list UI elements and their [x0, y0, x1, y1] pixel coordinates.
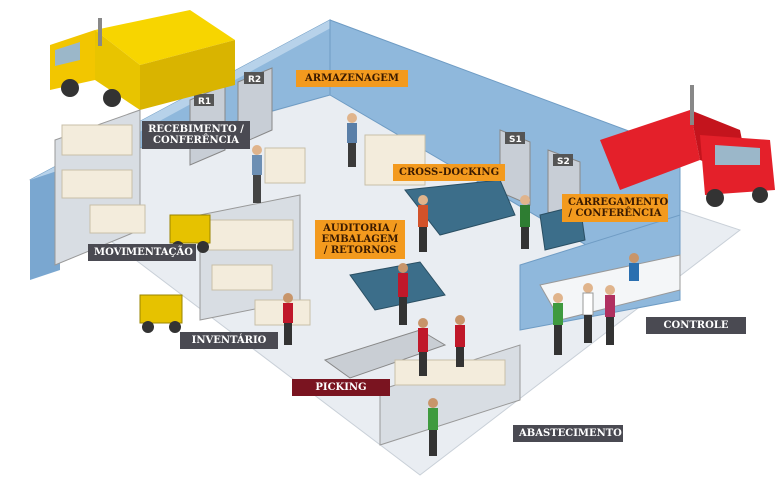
yellow-truck	[50, 10, 235, 110]
label-armazenagem: ARMAZENAGEM	[296, 70, 408, 87]
dock-sign-r1-bg	[194, 94, 214, 106]
label-auditoria-line2: EMBALAGEM	[321, 234, 399, 245]
label-recebimento-line1: RECEBIMENTO /	[148, 124, 244, 135]
left-side-wall	[30, 170, 60, 280]
red-truck	[600, 85, 775, 207]
label-auditoria: AUDITORIA / EMBALAGEM / RETORNOS	[315, 220, 405, 259]
dock-sign-r1: R1	[198, 97, 211, 107]
label-carregamento-line1: CARREGAMENTO	[568, 197, 669, 208]
picking-conveyor	[323, 329, 447, 379]
label-cross-docking: CROSS-DOCKING	[393, 164, 505, 181]
label-carregamento-line2: / CONFERÊNCIA	[568, 208, 662, 219]
label-inventario-text: INVENTÁRIO	[191, 335, 267, 346]
dock-sign-s1: S1	[509, 135, 522, 145]
label-movimentacao-text: MOVIMENTAÇÃO	[94, 247, 193, 258]
label-recebimento-line2: CONFERÊNCIA	[152, 135, 239, 146]
label-carregamento: CARREGAMENTO / CONFERÊNCIA	[562, 194, 668, 222]
abastecimento-boxes	[394, 359, 506, 386]
label-movimentacao: MOVIMENTAÇÃO	[88, 244, 196, 261]
receiving-boxes	[264, 147, 306, 184]
dock-sign-s1-bg	[505, 132, 525, 144]
dock-sign-r2: R2	[248, 75, 261, 85]
label-armazenagem-text: ARMAZENAGEM	[305, 73, 399, 84]
left-racks	[54, 109, 146, 266]
label-abastecimento: ABASTECIMENTO	[513, 425, 623, 442]
dock-sign-r2-bg	[244, 72, 264, 84]
label-picking-text: PICKING	[315, 382, 367, 393]
label-recebimento: RECEBIMENTO / CONFERÊNCIA	[142, 121, 250, 149]
label-auditoria-line1: AUDITORIA /	[323, 223, 397, 234]
label-controle-text: CONTROLE	[663, 320, 729, 331]
label-picking: PICKING	[292, 379, 390, 396]
cross-docking-pallets	[404, 179, 516, 236]
label-cross-docking-text: CROSS-DOCKING	[399, 167, 500, 178]
center-racks	[199, 194, 311, 326]
dock-sign-s2: S2	[557, 157, 570, 167]
label-inventario: INVENTÁRIO	[180, 332, 278, 349]
dock-sign-s2-bg	[553, 154, 573, 166]
workers	[252, 113, 639, 456]
label-abastecimento-text: ABASTECIMENTO	[519, 428, 622, 439]
label-auditoria-line3: / RETORNOS	[323, 245, 397, 256]
label-controle: CONTROLE	[646, 317, 746, 334]
audit-pallets	[349, 261, 446, 311]
forklift-inventory	[139, 294, 183, 333]
